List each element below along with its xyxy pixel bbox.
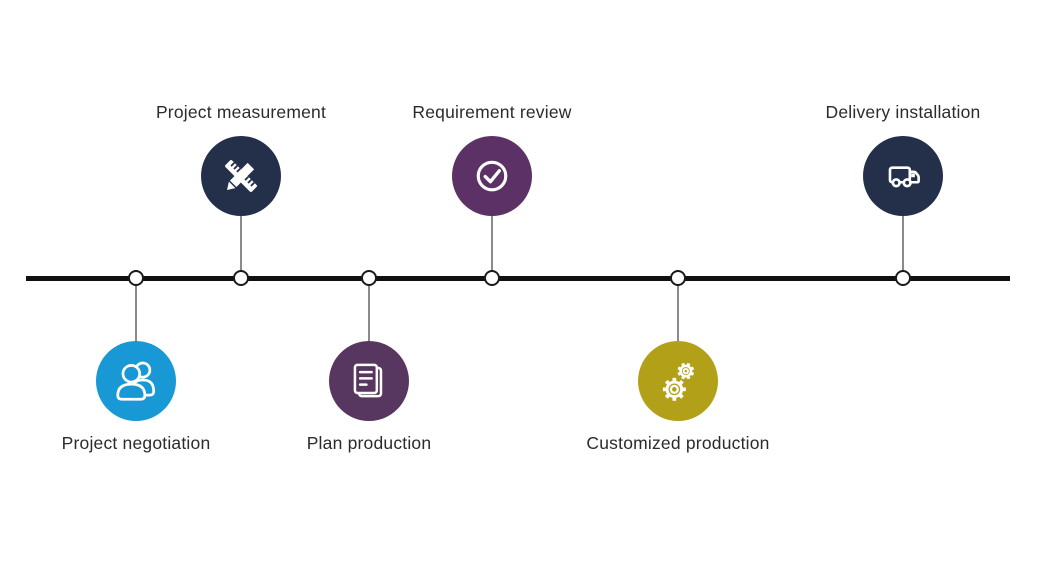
documents-icon [344, 356, 394, 406]
ruler-pencil-icon [216, 151, 266, 201]
step-label: Project negotiation [61, 433, 211, 453]
step-label: Customized production [586, 433, 770, 453]
step-label: Project measurement [155, 102, 327, 122]
step-label: Delivery installation [825, 102, 981, 122]
connector-line [240, 176, 242, 278]
step-label: Plan production [306, 433, 432, 453]
step-icon-circle [96, 341, 176, 421]
people-icon [111, 356, 161, 406]
timeline-node [360, 269, 377, 286]
timeline-node [127, 269, 144, 286]
timeline-node [483, 269, 500, 286]
connector-line [677, 278, 679, 381]
step-icon-circle [329, 341, 409, 421]
connector-line [902, 176, 904, 278]
step-icon-circle [863, 136, 943, 216]
connector-line [368, 278, 370, 381]
step-icon-circle [638, 341, 718, 421]
step-label: Requirement review [412, 102, 572, 122]
timeline-node [894, 269, 911, 286]
connector-line [491, 176, 493, 278]
timeline-node [669, 269, 686, 286]
timeline-node [232, 269, 249, 286]
timeline-line [26, 275, 1010, 281]
gears-icon [653, 356, 703, 406]
connector-line [135, 278, 137, 381]
step-icon-circle [452, 136, 532, 216]
step-icon-circle [201, 136, 281, 216]
delivery-truck-icon [878, 151, 928, 201]
check-circle-icon [467, 151, 517, 201]
